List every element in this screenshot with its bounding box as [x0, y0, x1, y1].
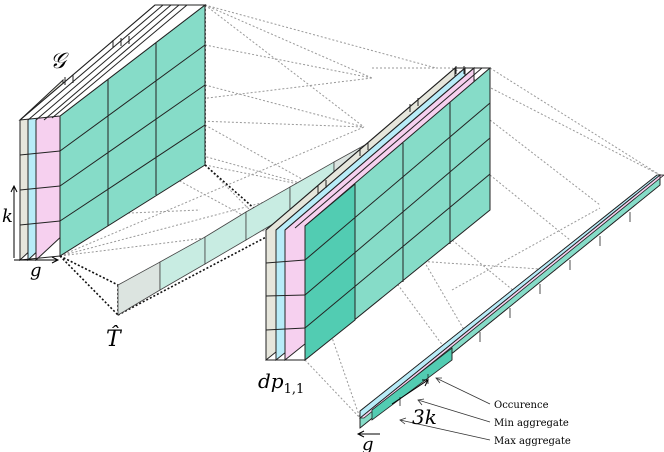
axis-arrows [10, 184, 429, 438]
legend-arrows [399, 377, 491, 441]
projection-lines [59, 4, 661, 419]
label-dp: dp1,1 [258, 369, 304, 397]
label-k-left: k [2, 206, 13, 227]
legend-occurence: Occurence [494, 400, 549, 411]
label-g-bottom: g [362, 434, 374, 452]
output-bar [358, 174, 664, 429]
label-dp-sub: 1,1 [284, 382, 305, 397]
label-dp-main: dp [258, 369, 284, 393]
dp-cuboid [265, 66, 491, 362]
label-g-left: g [30, 260, 42, 281]
g-cuboid [18, 3, 207, 262]
legend-max-aggregate: Max aggregate [494, 436, 571, 447]
label-g-calligraphic: 𝒢 [50, 49, 69, 74]
label-t-hat: T̂ [106, 326, 123, 352]
label-3k: 3k [412, 405, 437, 429]
legend-min-aggregate: Min aggregate [494, 418, 569, 429]
